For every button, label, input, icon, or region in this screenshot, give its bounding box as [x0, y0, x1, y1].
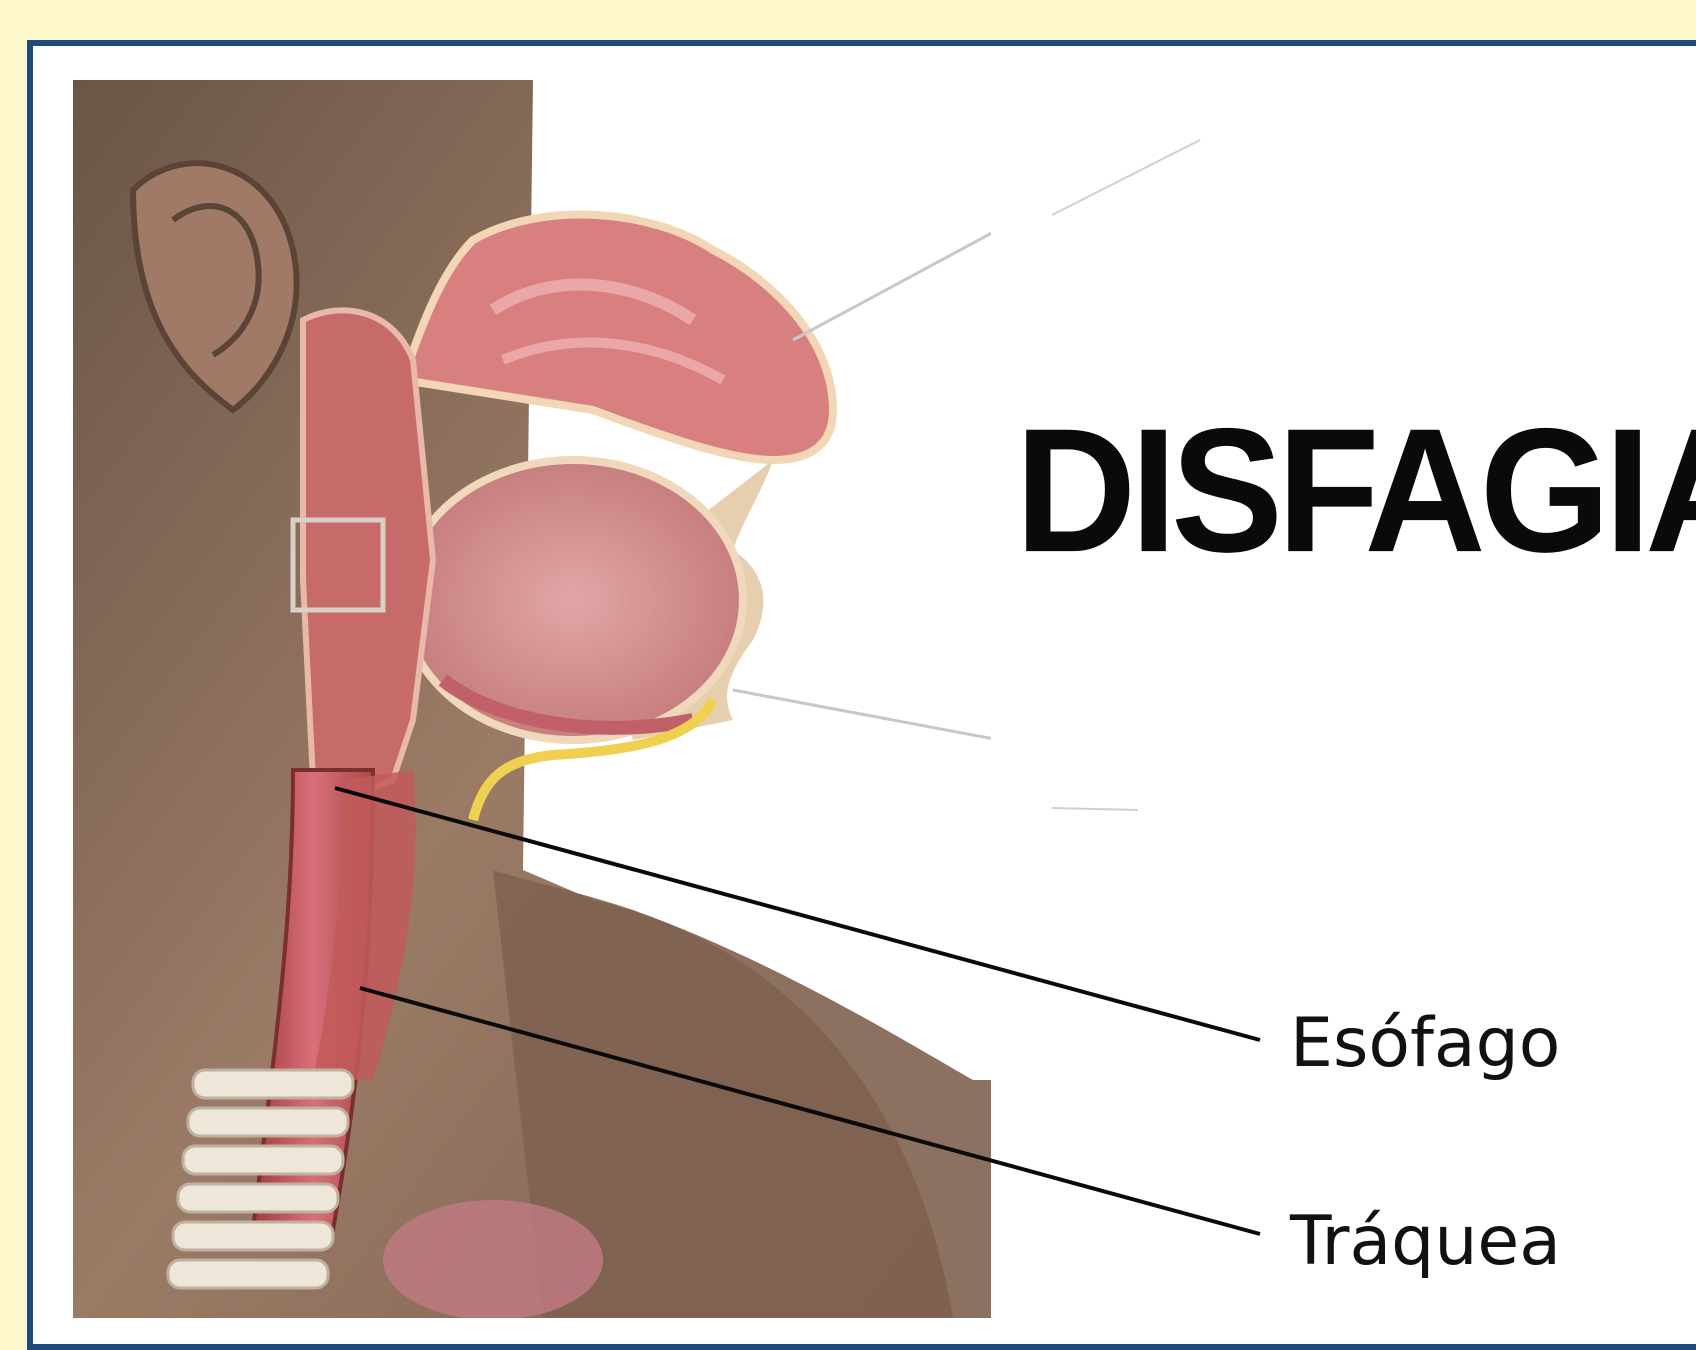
label-traquea: Tráquea: [1290, 1208, 1561, 1276]
label-esofago: Esófago: [1290, 1010, 1560, 1078]
head-neck-illustration: [73, 80, 991, 1318]
page-title: DISFAGIA: [1015, 402, 1696, 578]
